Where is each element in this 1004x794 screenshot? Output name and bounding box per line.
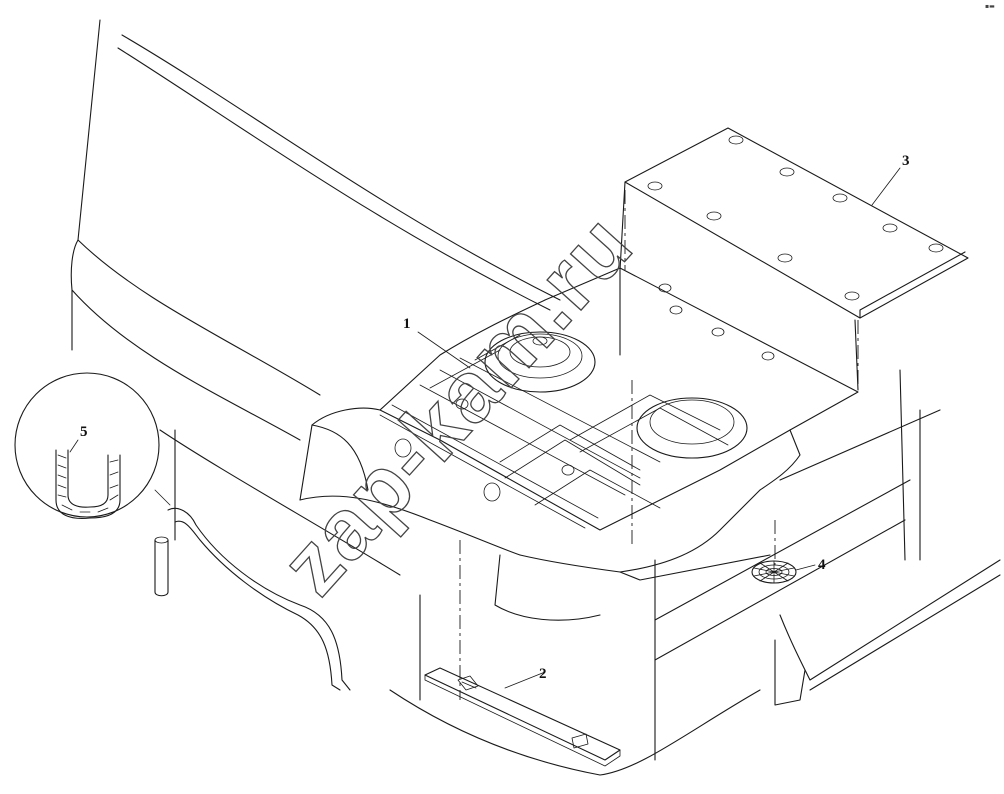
callout-3: 3 [902, 153, 910, 169]
callout-4: 4 [818, 557, 826, 573]
part-3-top-plate [624, 127, 969, 390]
part-4-grommet [751, 560, 816, 584]
watermark-text: zap-kam.ru [263, 196, 652, 613]
part-5-seal-detail [14, 372, 171, 519]
callout-5: 5 [80, 424, 88, 440]
corner-mark: ▪▬ [985, 3, 995, 10]
part-2-small-plate [424, 667, 621, 767]
hoses [154, 507, 351, 691]
part-1-floor-panel [299, 267, 859, 700]
callout-1: 1 [403, 316, 411, 332]
cab-body [70, 19, 1001, 776]
callout-2: 2 [539, 666, 547, 682]
